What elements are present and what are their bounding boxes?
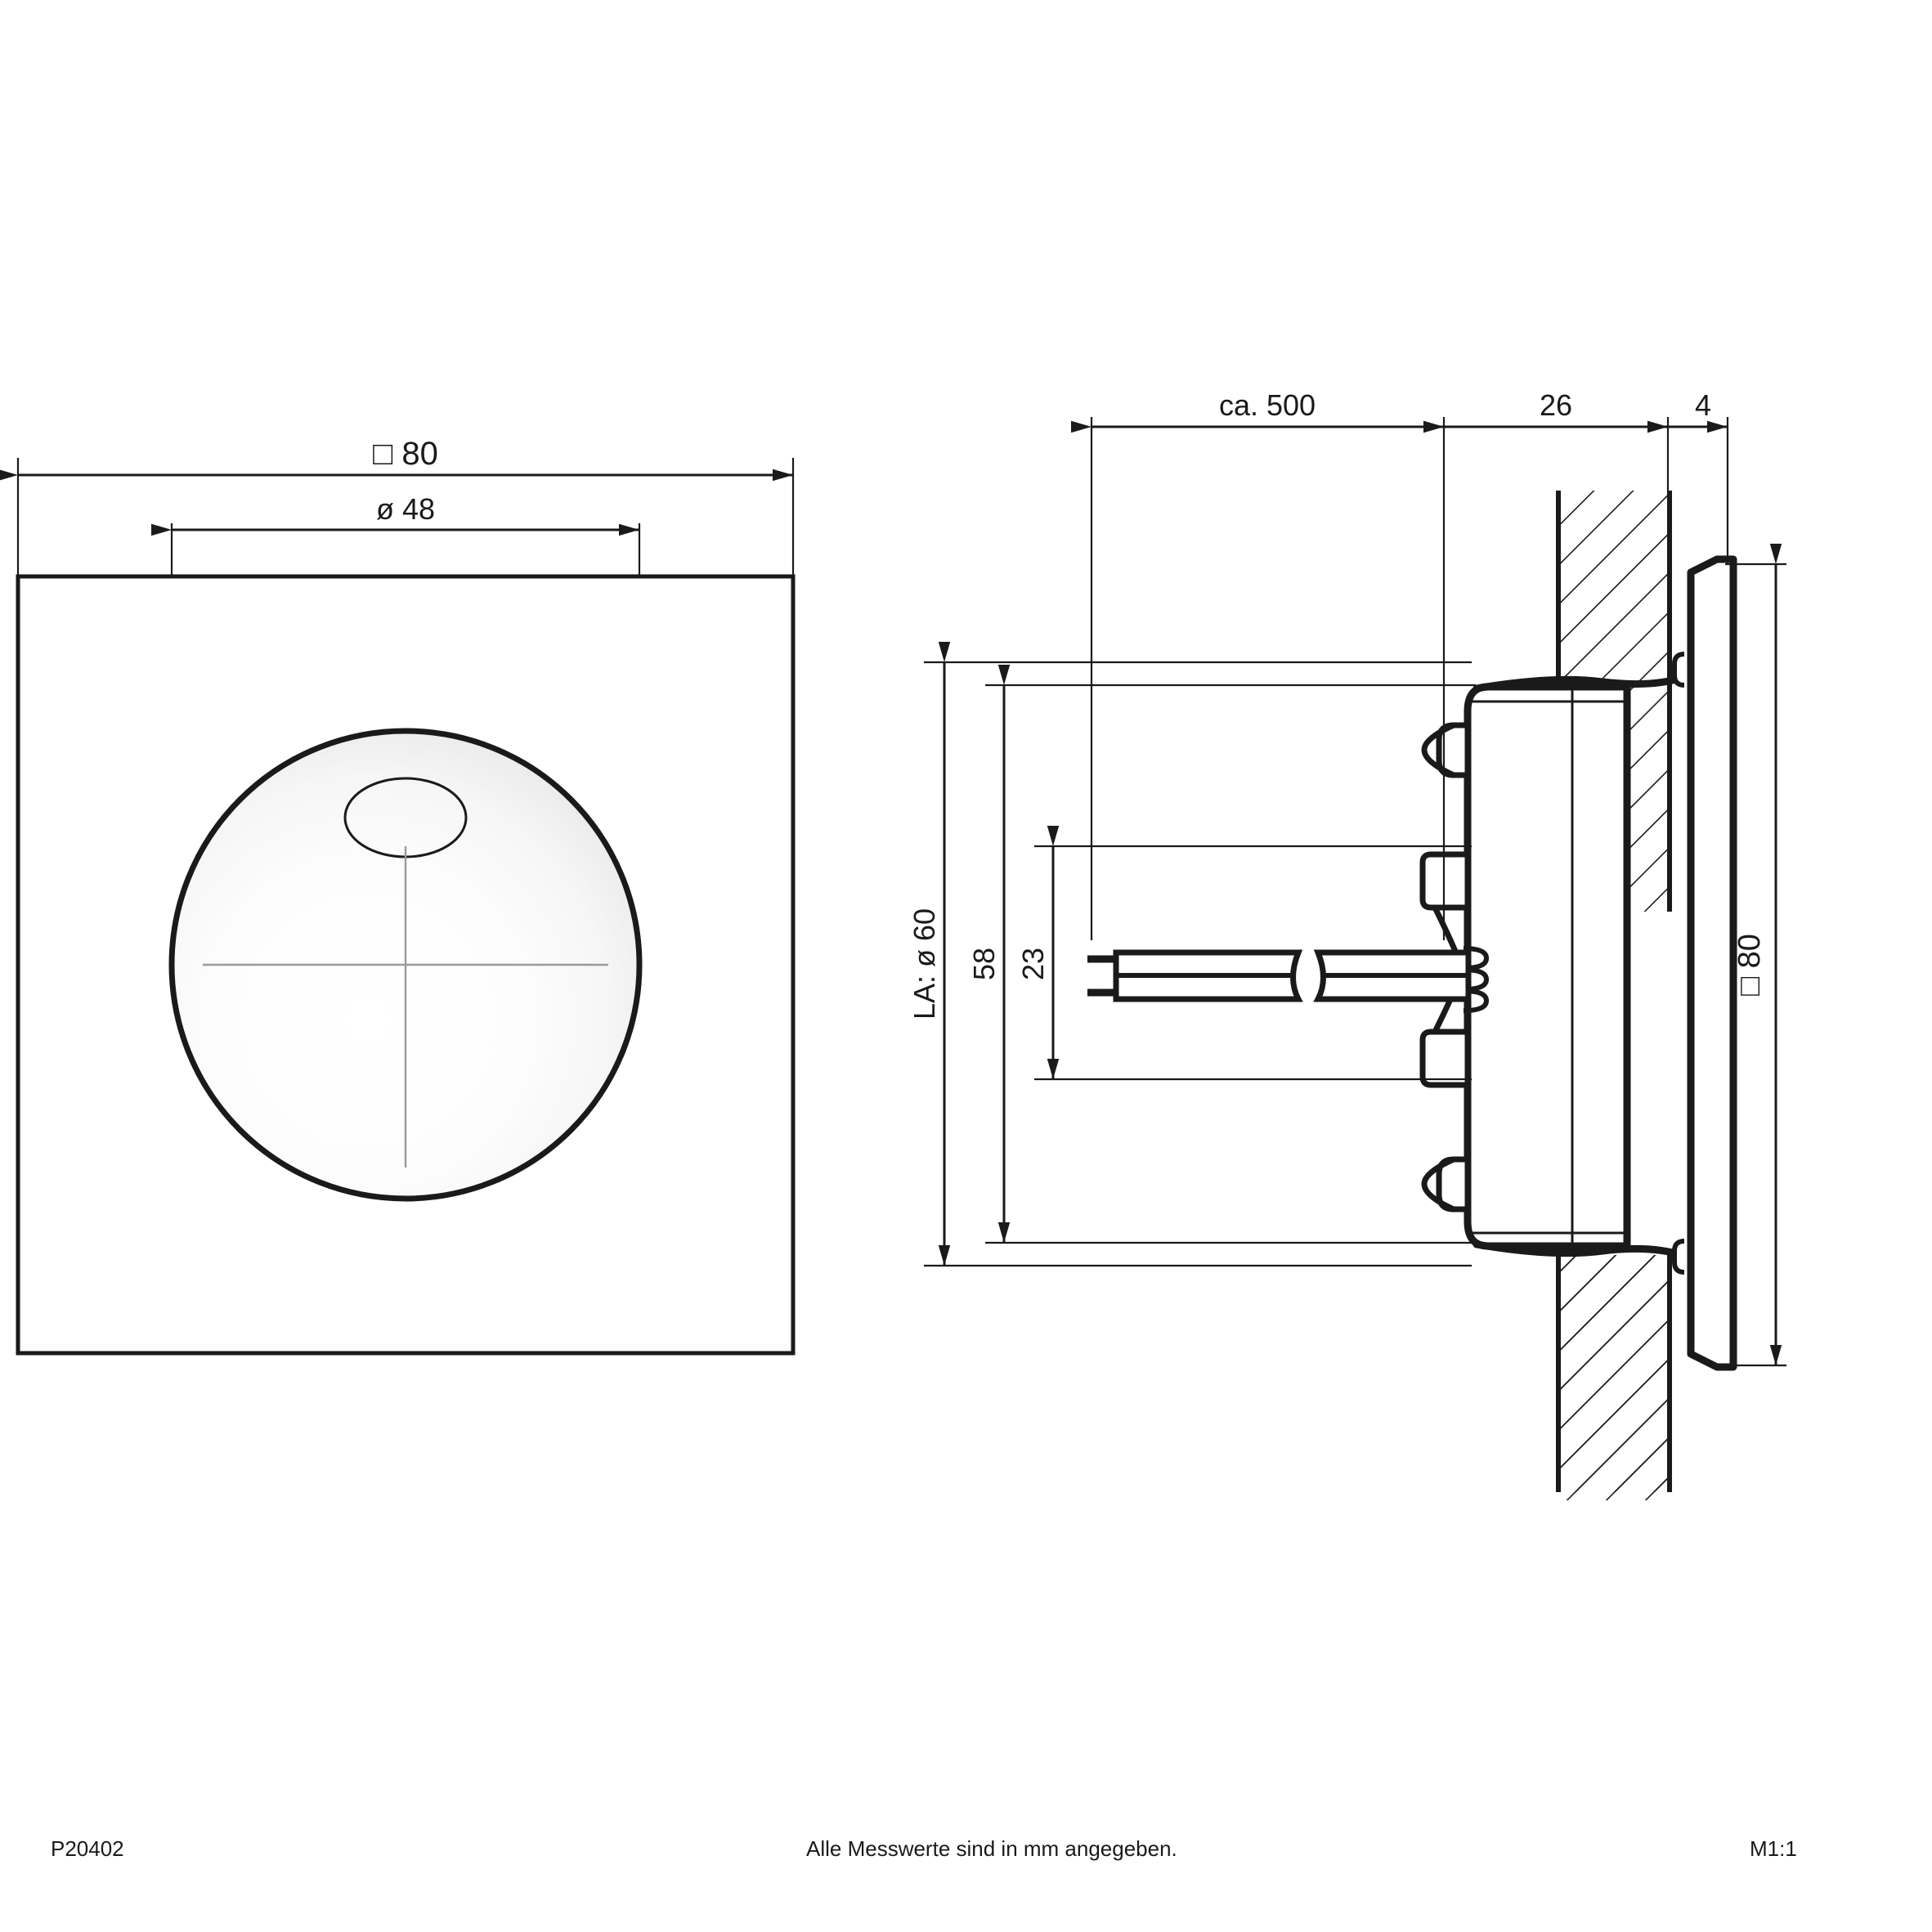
dim-label-ca-500: ca. 500 <box>1219 388 1316 422</box>
dim-label-58: 58 <box>967 948 1001 980</box>
dim-label-26: 26 <box>1540 388 1572 422</box>
front-view: □ 80 ø 48 <box>0 436 796 1356</box>
spring-clip-bottom <box>1473 1240 1677 1257</box>
vertical-dimension-right: □ 80 <box>1725 544 1786 1367</box>
side-section-view: ca. 500 26 4 LA: ø 60 58 23 <box>908 388 1786 1500</box>
spring-clip-top <box>1473 675 1677 693</box>
wall-section <box>1556 491 1672 1500</box>
cable-gland-lower <box>1419 1029 1471 1088</box>
dim-label-square-80: □ 80 <box>373 436 438 472</box>
part-number-label: P20402 <box>51 1836 124 1861</box>
dim-label-4: 4 <box>1695 388 1711 422</box>
strain-relief-coil-1 <box>1463 946 1490 970</box>
face-plate <box>1672 555 1737 1371</box>
strain-relief-coil-3 <box>1463 988 1490 1013</box>
dim-label-la-60: LA: ø 60 <box>908 908 941 1020</box>
supply-cable <box>1087 949 1472 1002</box>
face-plate-outline <box>1687 555 1737 1371</box>
mounting-spring-upper <box>1421 722 1455 778</box>
body-outline <box>1464 683 1631 1250</box>
strain-relief-coil-2 <box>1463 967 1490 992</box>
units-note-label: Alle Messwerte sind in mm angegeben. <box>806 1836 1177 1861</box>
mounting-spring-lower <box>1421 1156 1455 1213</box>
dim-label-dome-48: ø 48 <box>376 492 435 526</box>
cable-gland-upper <box>1419 851 1471 911</box>
face-plate-tab-upper <box>1672 652 1685 688</box>
dim-label-square-80-side: □ 80 <box>1733 934 1767 996</box>
face-plate-tab-lower <box>1672 1239 1685 1275</box>
luminaire-body <box>1419 675 1677 1257</box>
horizontal-dimension-chain: ca. 500 26 4 <box>1071 388 1729 940</box>
vertical-dimension-stack-left: LA: ø 60 58 23 <box>908 642 1476 1267</box>
front-view-square-outline <box>16 574 796 1356</box>
scale-label: M1:1 <box>1750 1836 1797 1861</box>
cable-funnel-upper <box>1432 906 1460 957</box>
wall-hatch-lower-2 <box>1558 1255 1670 1492</box>
dim-label-23: 23 <box>1016 948 1050 980</box>
